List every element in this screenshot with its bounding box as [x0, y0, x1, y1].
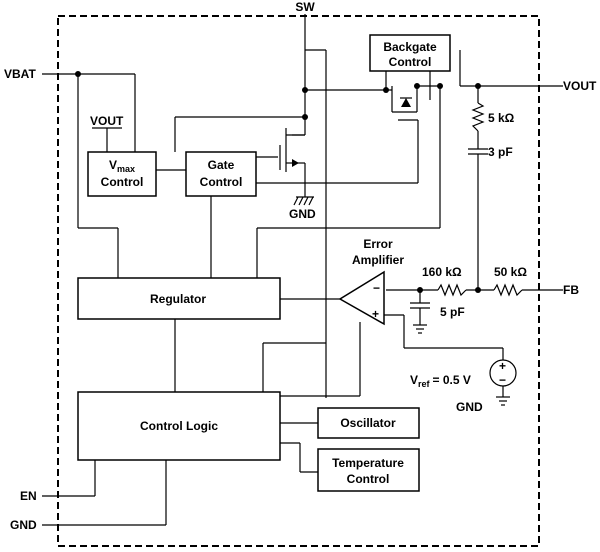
oscillator-block: [317, 407, 420, 439]
backgate-control-block: [369, 34, 451, 72]
pin-vout: VOUT: [563, 79, 597, 93]
pin-fb: FB: [563, 283, 579, 297]
pin-gnd: GND: [10, 518, 37, 532]
wires: [42, 14, 563, 526]
r1-label: 5 kΩ: [488, 111, 515, 125]
source-minus: −: [499, 373, 506, 387]
control-logic-label: Control Logic: [140, 419, 218, 433]
capacitor-3pf-icon: [468, 148, 488, 155]
ground-vref-icon: [496, 396, 510, 406]
c1-label: 3 pF: [488, 145, 513, 159]
error-amp-label-1: Error: [363, 237, 393, 251]
source-plus: +: [499, 359, 506, 373]
vmax-control-block: [87, 151, 157, 197]
capacitor-5pf-icon: [410, 302, 430, 309]
temperature-control-block: [317, 448, 420, 492]
vmax-label-2: Control: [101, 175, 144, 189]
voltage-source-icon: + −: [489, 359, 517, 387]
pin-en: EN: [20, 489, 37, 503]
gnd-internal-label: GND: [289, 207, 316, 221]
gnd-vref-label: GND: [456, 400, 483, 414]
ground-icon: [293, 196, 314, 206]
junctions: [75, 71, 481, 293]
gate-label-2: Control: [200, 175, 243, 189]
temperature-label-1: Temperature: [332, 456, 404, 470]
vref-label: Vref= 0.5 V: [410, 373, 471, 389]
pin-sw: SW: [295, 0, 315, 14]
ground-5pf-icon: [413, 324, 427, 334]
oscillator-label: Oscillator: [340, 416, 396, 430]
backgate-label-1: Backgate: [383, 40, 437, 54]
backgate-label-2: Control: [389, 55, 432, 69]
vmax-label-1: Vmax: [109, 158, 135, 174]
r2-label: 160 kΩ: [422, 265, 462, 279]
error-amp-label-2: Amplifier: [352, 253, 404, 267]
r3-label: 50 kΩ: [494, 265, 527, 279]
pin-vbat: VBAT: [4, 67, 36, 81]
gate-label-1: Gate: [208, 158, 235, 172]
vout-internal-label: VOUT: [90, 114, 124, 128]
c2-label: 5 pF: [440, 305, 465, 319]
pmos-transistor-icon: [391, 86, 418, 121]
error-amplifier-icon: − +: [338, 270, 385, 326]
nmos-transistor-icon: [279, 128, 305, 172]
control-logic-block: [77, 391, 281, 461]
amp-minus: −: [373, 281, 380, 295]
regulator-label: Regulator: [150, 292, 206, 306]
amp-plus: +: [372, 307, 379, 321]
temperature-label-2: Control: [347, 472, 390, 486]
resistor-160k-icon: [437, 283, 467, 297]
resistor-50k-icon: [493, 283, 523, 297]
regulator-block: [77, 277, 281, 320]
resistor-5k-icon: [471, 102, 485, 132]
gate-control-block: [185, 151, 257, 197]
